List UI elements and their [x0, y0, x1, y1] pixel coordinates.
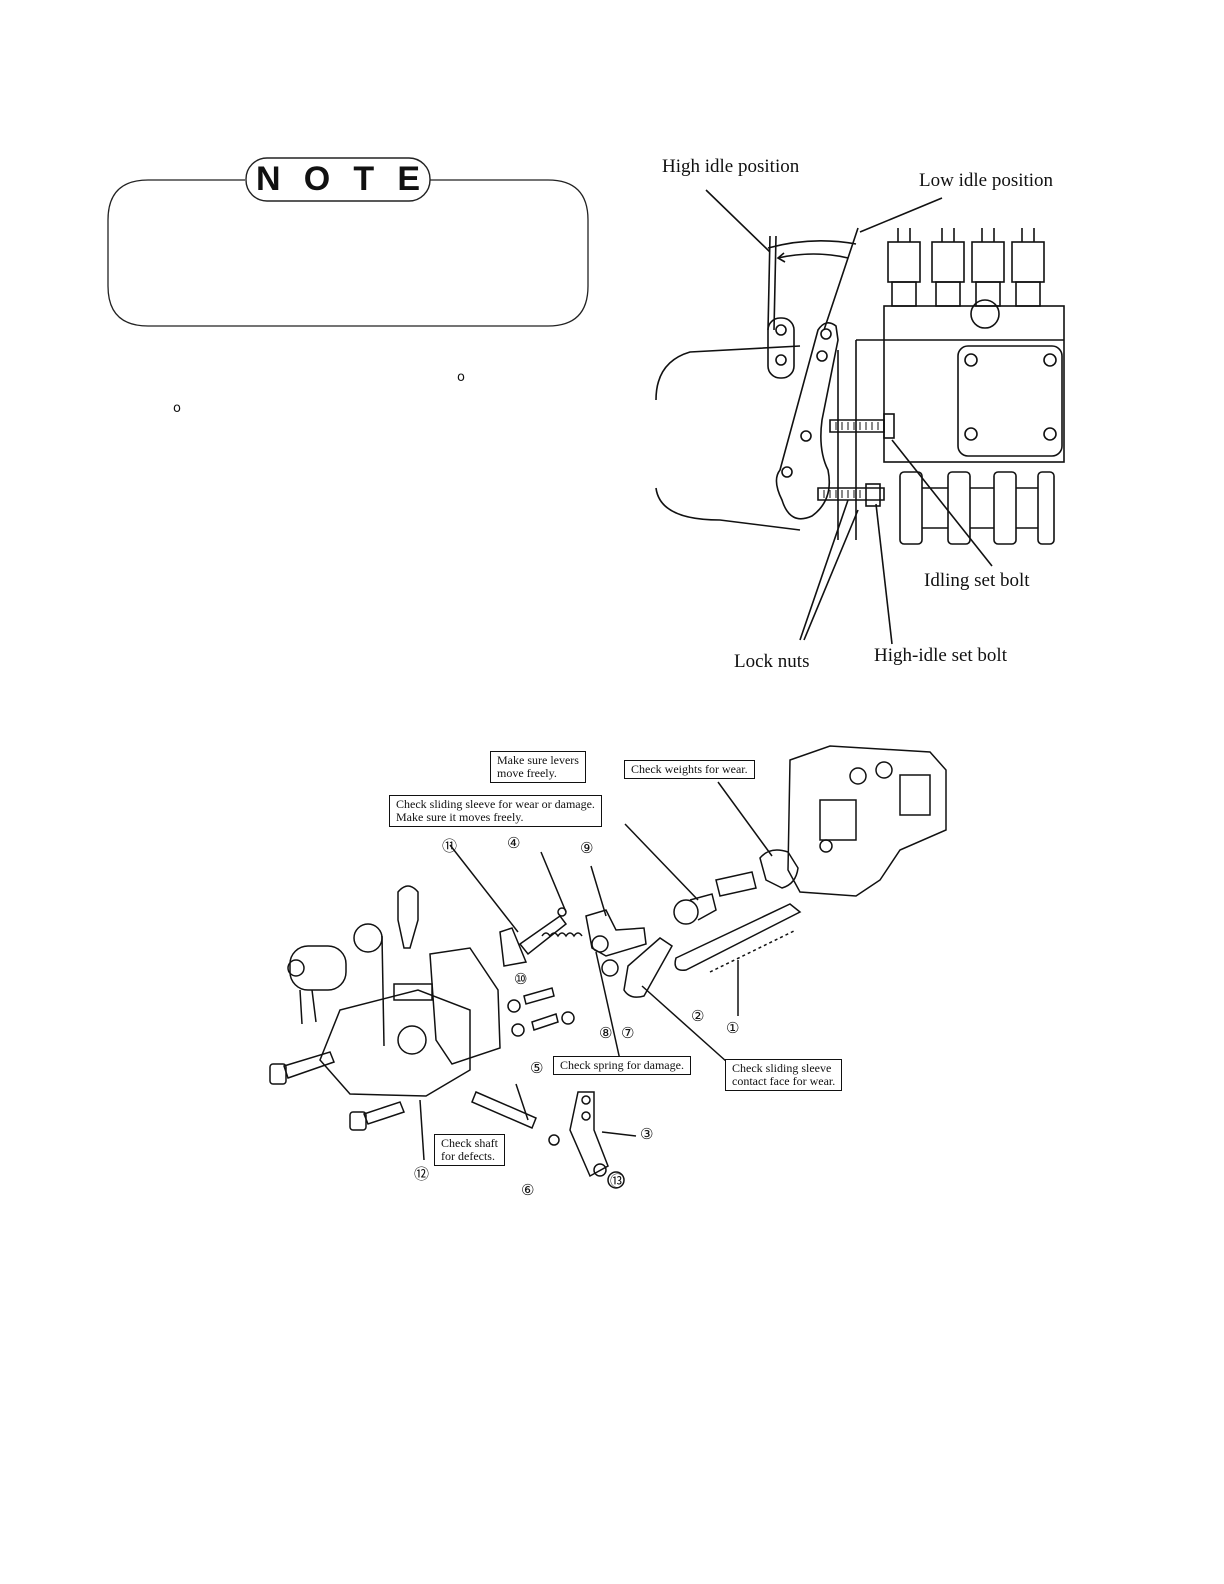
- callout-shaft: Check shaft for defects.: [434, 1134, 505, 1166]
- note-title: N O T E: [256, 158, 420, 201]
- note-letter-t: T: [353, 160, 375, 198]
- part-number-4: ④: [507, 834, 521, 852]
- part-number-6: ⑥: [521, 1181, 535, 1199]
- label-high-idle-set-bolt: High-idle set bolt: [874, 645, 1007, 666]
- part-number-7: ⑦: [621, 1024, 635, 1042]
- callout-contact-face: Check sliding sleeve contact face for we…: [725, 1059, 843, 1091]
- part-number-10: ⑩: [514, 970, 528, 988]
- callout-spring: Check spring for damage.: [553, 1056, 691, 1075]
- part-number-12: ⑫: [414, 1165, 430, 1183]
- callout-levers: Make sure levers move freely.: [490, 751, 586, 783]
- part-number-1: ①: [726, 1019, 740, 1037]
- label-lock-nuts: Lock nuts: [734, 651, 810, 672]
- callout-sliding-sleeve: Check sliding sleeve for wear or damage.…: [389, 795, 602, 827]
- callout-weights: Check weights for wear.: [624, 760, 755, 779]
- part-number-9: ⑨: [580, 839, 594, 857]
- label-low-idle-position: Low idle position: [919, 170, 1054, 191]
- idle-pump-illustration: [655, 189, 1065, 645]
- degree-mark-2: o: [173, 401, 181, 416]
- part-number-13: ⑬: [610, 1172, 626, 1190]
- part-number-8: ⑧: [599, 1024, 613, 1042]
- note-letter-n: N: [256, 160, 281, 198]
- part-number-3: ③: [640, 1125, 654, 1143]
- part-number-11: ⑪: [442, 837, 458, 855]
- degree-mark-1: o: [457, 370, 465, 385]
- label-idling-set-bolt: Idling set bolt: [924, 570, 1030, 591]
- note-letter-o: O: [303, 160, 331, 198]
- part-number-5: ⑤: [530, 1059, 544, 1077]
- governor-parts-illustration: [269, 745, 947, 1189]
- note-letter-e: E: [397, 160, 420, 198]
- note-box-frame: [107, 157, 589, 327]
- part-number-2: ②: [691, 1007, 705, 1025]
- label-high-idle-position: High idle position: [662, 156, 800, 177]
